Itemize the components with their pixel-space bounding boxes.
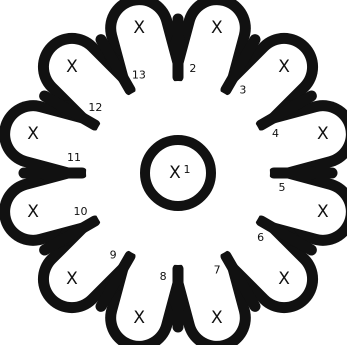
petal-mark: X <box>27 202 39 222</box>
center-mark: X <box>169 163 181 183</box>
petal-mark: X <box>133 18 145 38</box>
petal-number-label: 3 <box>239 83 246 96</box>
petal-mark: X <box>317 202 329 222</box>
petal-number-label: 6 <box>257 231 264 244</box>
petal-number-label: 5 <box>278 181 285 194</box>
petal-number-label: 2 <box>189 62 196 75</box>
petal-mark: X <box>278 57 290 77</box>
petal-mark: X <box>133 308 145 328</box>
petal-mark: X <box>66 269 78 289</box>
petal-number-label: 12 <box>88 101 102 114</box>
petal-number-label: 8 <box>160 270 167 283</box>
petal-number-label: 4 <box>272 127 279 140</box>
petal-number-label: 7 <box>214 263 221 276</box>
petal-mark: X <box>278 269 290 289</box>
petal-number-label: 11 <box>67 151 81 164</box>
petal-mark: X <box>211 308 223 328</box>
petal-mark: X <box>27 124 39 144</box>
petal-mark: X <box>211 18 223 38</box>
petal-number-label: 9 <box>110 249 117 262</box>
center-label: 1 <box>184 163 191 176</box>
petal-number-label: 13 <box>132 69 146 82</box>
petal-number-label: 10 <box>74 205 88 218</box>
petal-mark: X <box>66 57 78 77</box>
petal-mark: X <box>317 124 329 144</box>
